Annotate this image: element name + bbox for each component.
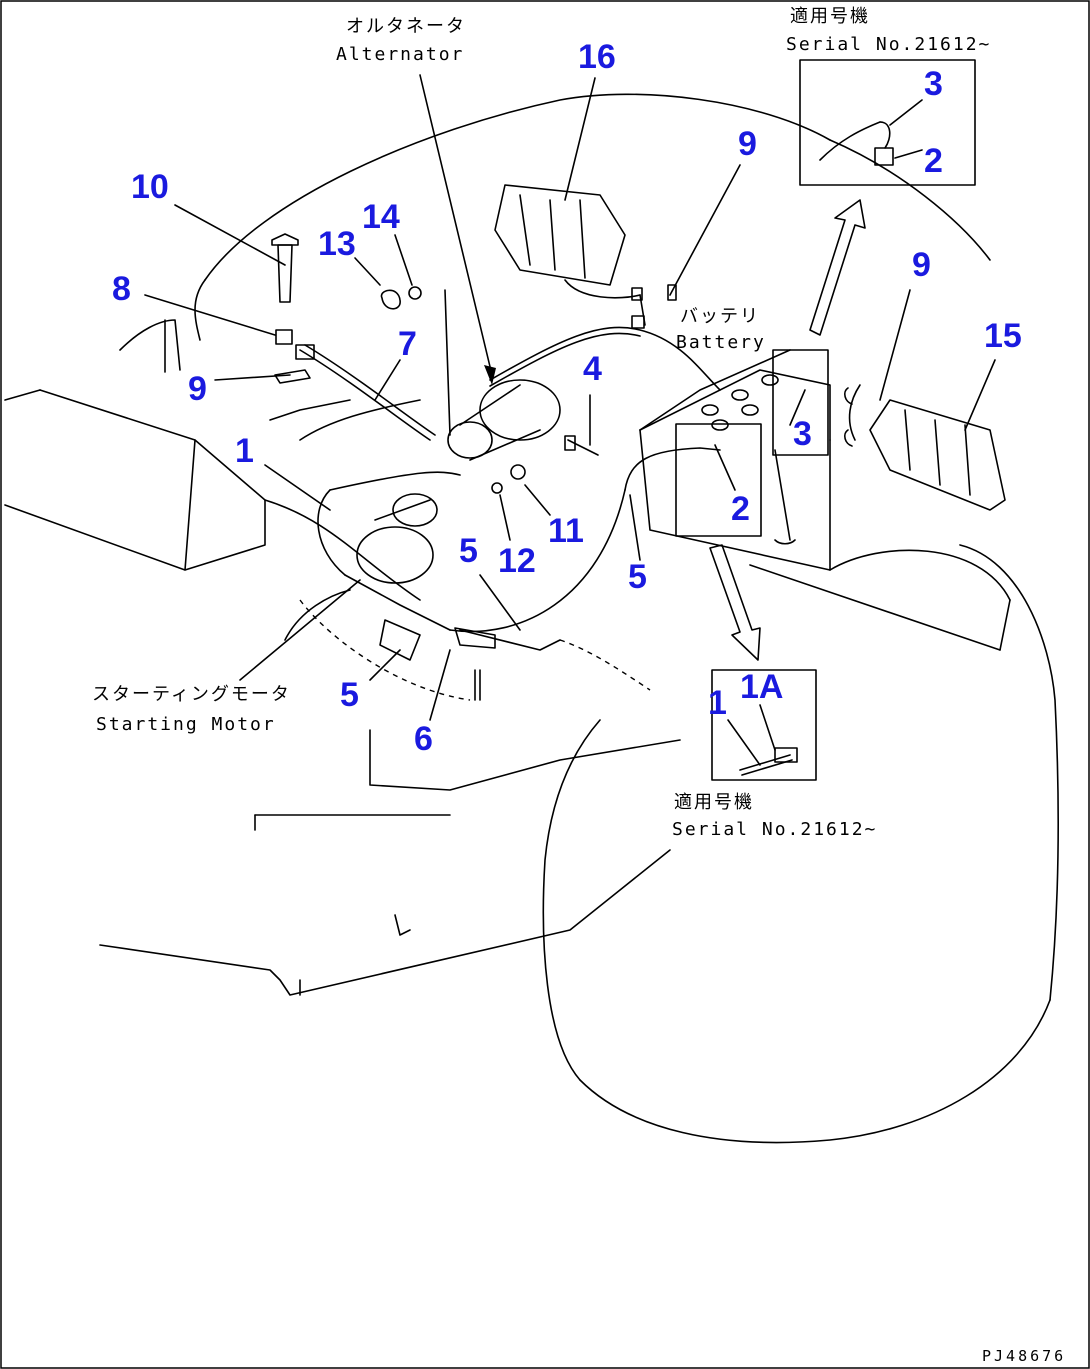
- callout-3: 3: [793, 415, 812, 453]
- callout-5-center: 5: [459, 532, 478, 570]
- callout-1-inset: 1: [708, 684, 727, 722]
- callout-10: 10: [131, 168, 169, 206]
- callout-5-right: 5: [628, 558, 647, 596]
- serial-bottom-en-label: Serial No.21612~: [672, 819, 877, 840]
- callout-4: 4: [583, 350, 602, 388]
- alternator-jp-label: オルタネータ: [346, 16, 466, 37]
- serial-bottom-jp-label: 適用号機: [674, 792, 754, 813]
- alternator-en-label: Alternator: [336, 44, 464, 65]
- callout-1: 1: [235, 432, 254, 470]
- callout-9-right: 9: [912, 246, 931, 284]
- callout-11: 11: [548, 512, 584, 550]
- body-outline: [4, 93, 1060, 1144]
- battery-en-label: Battery: [676, 332, 766, 353]
- callout-5-left: 5: [340, 676, 359, 714]
- callout-15: 15: [984, 317, 1022, 355]
- headlamp-16: [494, 184, 641, 299]
- callout-8: 8: [112, 270, 131, 308]
- callout-1a: 1A: [740, 668, 783, 706]
- starting-motor: [356, 493, 438, 584]
- starting-motor-en-label: Starting Motor: [96, 714, 276, 735]
- callout-14: 14: [362, 198, 400, 236]
- starting-motor-jp-label: スターティングモータ: [92, 684, 291, 705]
- serial-top-jp-label: 適用号機: [790, 6, 870, 27]
- callout-16: 16: [578, 38, 616, 76]
- callout-2: 2: [731, 490, 750, 528]
- callout-9-left: 9: [188, 370, 207, 408]
- callout-6: 6: [414, 720, 433, 758]
- callout-2-inset: 2: [924, 142, 943, 180]
- part-callouts: 16 9 3 2 10 14 13 8 7 9 1 4 11 12 5 5 5 …: [112, 38, 1022, 758]
- callout-12: 12: [498, 542, 536, 580]
- alternator: [447, 379, 561, 461]
- drawing-code: PJ48676: [982, 1347, 1066, 1365]
- headlamp-15: [869, 399, 1006, 511]
- battery-box: [639, 369, 831, 441]
- small-parts: [271, 59, 976, 781]
- callout-13: 13: [318, 225, 356, 263]
- callout-9-top: 9: [738, 125, 757, 163]
- leader-lines: [144, 74, 996, 766]
- wiring-harness: [269, 294, 861, 701]
- hollow-arrows: [709, 199, 866, 661]
- battery-jp-label: バッテリ: [680, 306, 760, 327]
- callout-7: 7: [398, 325, 417, 363]
- callout-3-inset: 3: [924, 65, 943, 103]
- serial-top-en-label: Serial No.21612~: [786, 34, 991, 55]
